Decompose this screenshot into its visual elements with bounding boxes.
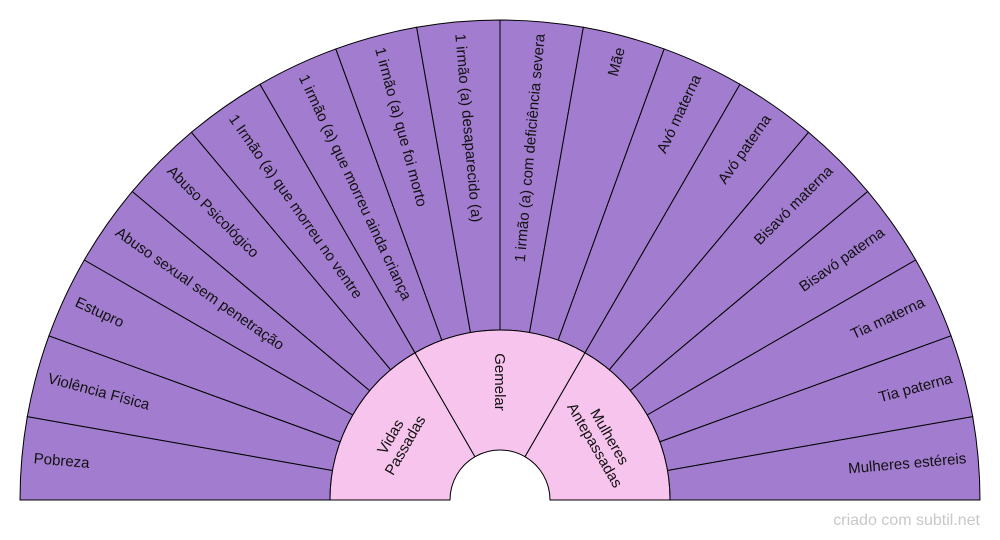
inner-ring <box>329 329 671 501</box>
inner-segment-mulheres-antepassadas <box>524 352 671 501</box>
inner-segment-vidas-passadas <box>329 352 476 501</box>
inner-label-gemelar: Gemelar <box>491 353 508 411</box>
outer-label-pobreza: Pobreza <box>33 450 91 472</box>
credit-text: criado com subtil.net <box>833 512 980 529</box>
inner-segment-gemelar <box>414 329 586 458</box>
outer-label-mae: Mãe <box>605 46 629 79</box>
